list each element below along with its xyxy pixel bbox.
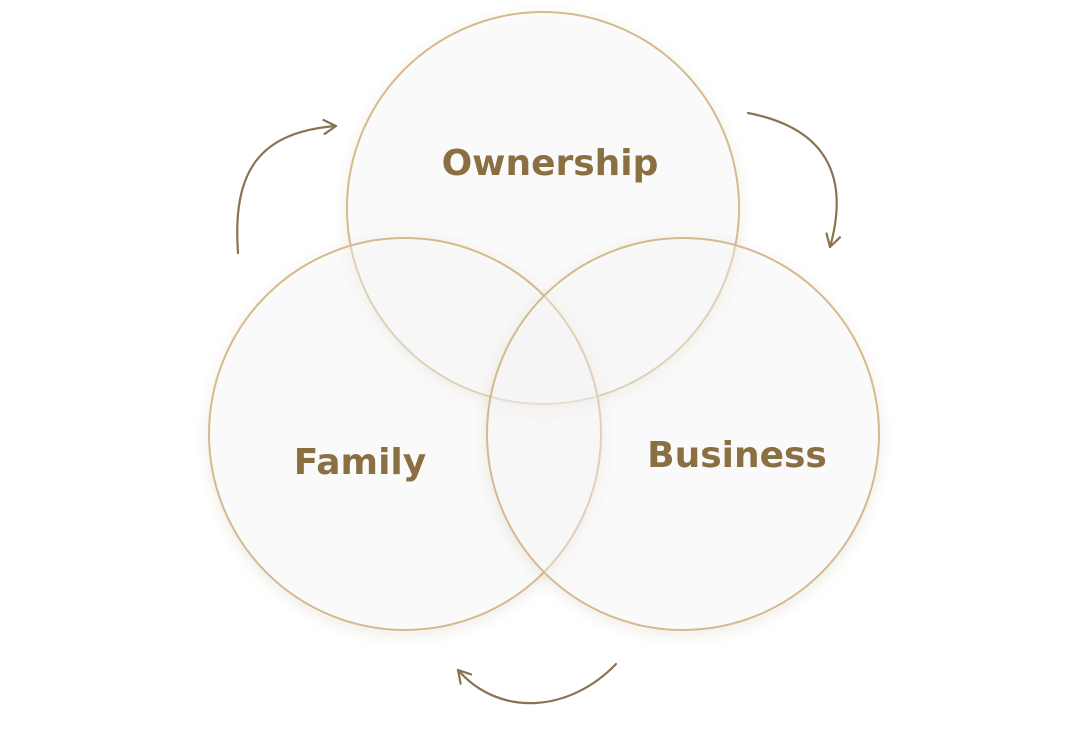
label-business: Business xyxy=(647,435,827,476)
label-ownership: Ownership xyxy=(442,143,659,184)
cycle-arrows-group xyxy=(236,111,842,705)
arrow-ownership-to-business xyxy=(746,111,842,249)
label-family: Family xyxy=(294,442,426,483)
circles-group xyxy=(208,11,880,631)
labels-group: Ownership Family Business xyxy=(294,143,827,483)
arrow-business-to-family xyxy=(456,662,618,705)
circle-business xyxy=(486,237,880,631)
arrow-family-to-ownership xyxy=(236,118,338,255)
